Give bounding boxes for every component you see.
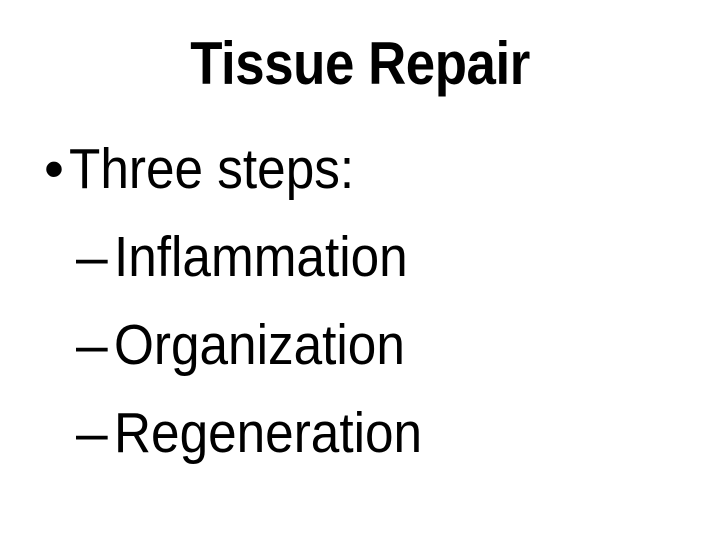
sub-list: – Inflammation – Organization – Regenera… <box>44 224 704 466</box>
list-item-regeneration-label: Regeneration <box>114 401 423 465</box>
list-item-level1: • Three steps: <box>44 136 704 202</box>
list-item-regeneration: – Regeneration <box>76 400 704 466</box>
list-item-inflammation: – Inflammation <box>76 224 704 290</box>
list-item-level1-label: Three steps: <box>69 137 355 201</box>
list-item-organization-label: Organization <box>114 313 405 377</box>
list-item-organization: – Organization <box>76 312 704 378</box>
dash-icon: – <box>76 313 108 377</box>
dash-icon: – <box>76 401 108 465</box>
body-content-list: • Three steps: – Inflammation – Organiza… <box>44 136 704 466</box>
list-item-inflammation-label: Inflammation <box>114 225 408 289</box>
bullet-icon: • <box>44 137 64 201</box>
dash-icon: – <box>76 225 108 289</box>
page-title: Tissue Repair <box>190 30 530 97</box>
